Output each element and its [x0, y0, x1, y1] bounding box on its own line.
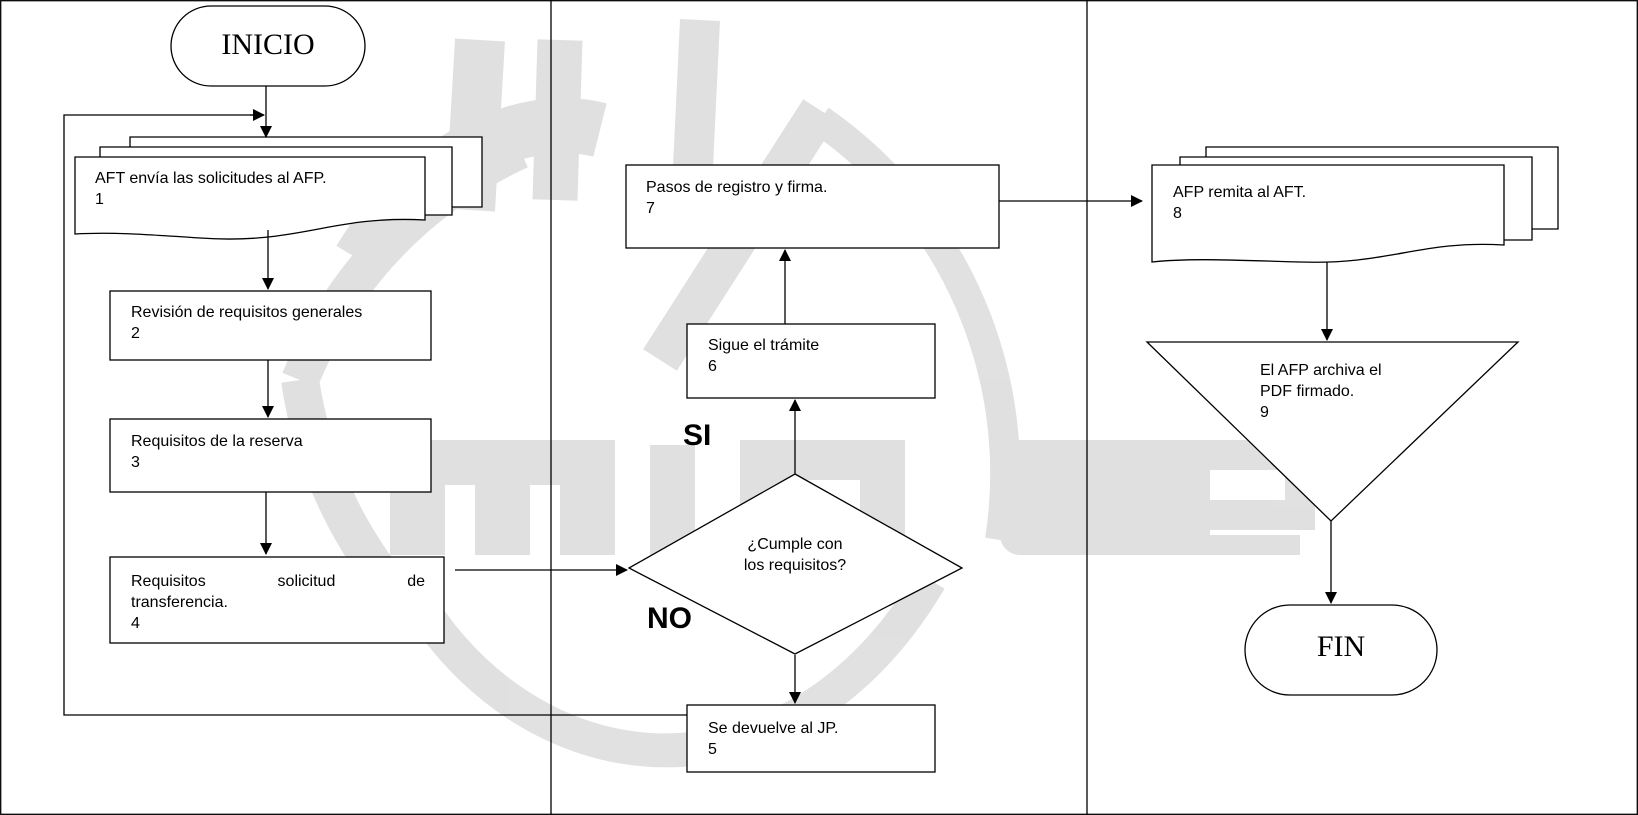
document-stack-1 — [74, 136, 483, 240]
step-8-text: AFP remita al AFT. — [1173, 184, 1307, 201]
step-4-text-line1: Requisitos solicitud de — [131, 571, 425, 592]
start-label: INICIO — [221, 28, 315, 61]
step-2-text: Revisión de requisitos generales — [131, 304, 363, 321]
branch-no-label: NO — [647, 602, 692, 635]
process-box-4 — [109, 556, 445, 644]
process-box-3 — [109, 418, 432, 493]
step-9-line-2: PDF firmado. — [1260, 383, 1355, 400]
process-box-6 — [686, 323, 936, 399]
step-3-label: Requisitos de la reserva 3 — [131, 431, 421, 473]
step-4-number: 4 — [131, 615, 140, 632]
step-4-text-line2: transferencia. — [131, 594, 228, 611]
step-9-line-1: El AFP archiva el — [1260, 362, 1382, 379]
step-8-label: AFP remita al AFT. 8 — [1173, 182, 1473, 224]
process-box-2 — [109, 290, 432, 361]
step-1-label: AFT envía las solicitudes al AFP. 1 — [95, 168, 415, 210]
end-terminator — [1244, 604, 1438, 696]
step-6-label: Sigue el trámite 6 — [708, 335, 928, 377]
document-stack-8 — [1151, 146, 1559, 263]
step-5-label: Se devuelve al JP. 5 — [708, 718, 928, 760]
step-7-number: 7 — [646, 200, 655, 217]
step-4-word-1: Requisitos — [131, 573, 206, 590]
decision-line-1: ¿Cumple con — [747, 536, 843, 553]
step-4-word-2: solicitud — [277, 573, 336, 590]
step-6-text: Sigue el trámite — [708, 337, 820, 354]
step-4-label: Requisitos solicitud de transferencia. 4 — [131, 571, 425, 634]
end-label: FIN — [1316, 630, 1366, 663]
step-6-number: 6 — [708, 358, 717, 375]
step-8-number: 8 — [1173, 205, 1182, 222]
process-box-7 — [625, 164, 1000, 249]
decision-label: ¿Cumple con los requisitos? — [715, 534, 875, 576]
step-5-text: Se devuelve al JP. — [708, 720, 839, 737]
decision-diamond — [627, 473, 964, 655]
branch-yes-label: SI — [683, 419, 712, 452]
process-box-5 — [686, 704, 936, 773]
step-1-text: AFT envía las solicitudes al AFP. — [95, 170, 327, 187]
step-3-text: Requisitos de la reserva — [131, 433, 303, 450]
step-2-number: 2 — [131, 325, 140, 342]
step-1-number: 1 — [95, 191, 104, 208]
step-4-word-3: de — [407, 573, 425, 590]
decision-line-2: los requisitos? — [743, 557, 847, 574]
step-5-number: 5 — [708, 741, 717, 758]
step-7-label: Pasos de registro y firma. 7 — [646, 177, 986, 219]
step-2-label: Revisión de requisitos generales 2 — [131, 302, 421, 344]
step-3-number: 3 — [131, 454, 140, 471]
connectors — [63, 86, 1337, 716]
step-9-label: El AFP archiva el PDF firmado. 9 — [1260, 360, 1460, 423]
step-7-text: Pasos de registro y firma. — [646, 179, 828, 196]
step-9-number: 9 — [1260, 404, 1269, 421]
archive-triangle — [1145, 341, 1520, 522]
start-terminator — [170, 5, 366, 87]
